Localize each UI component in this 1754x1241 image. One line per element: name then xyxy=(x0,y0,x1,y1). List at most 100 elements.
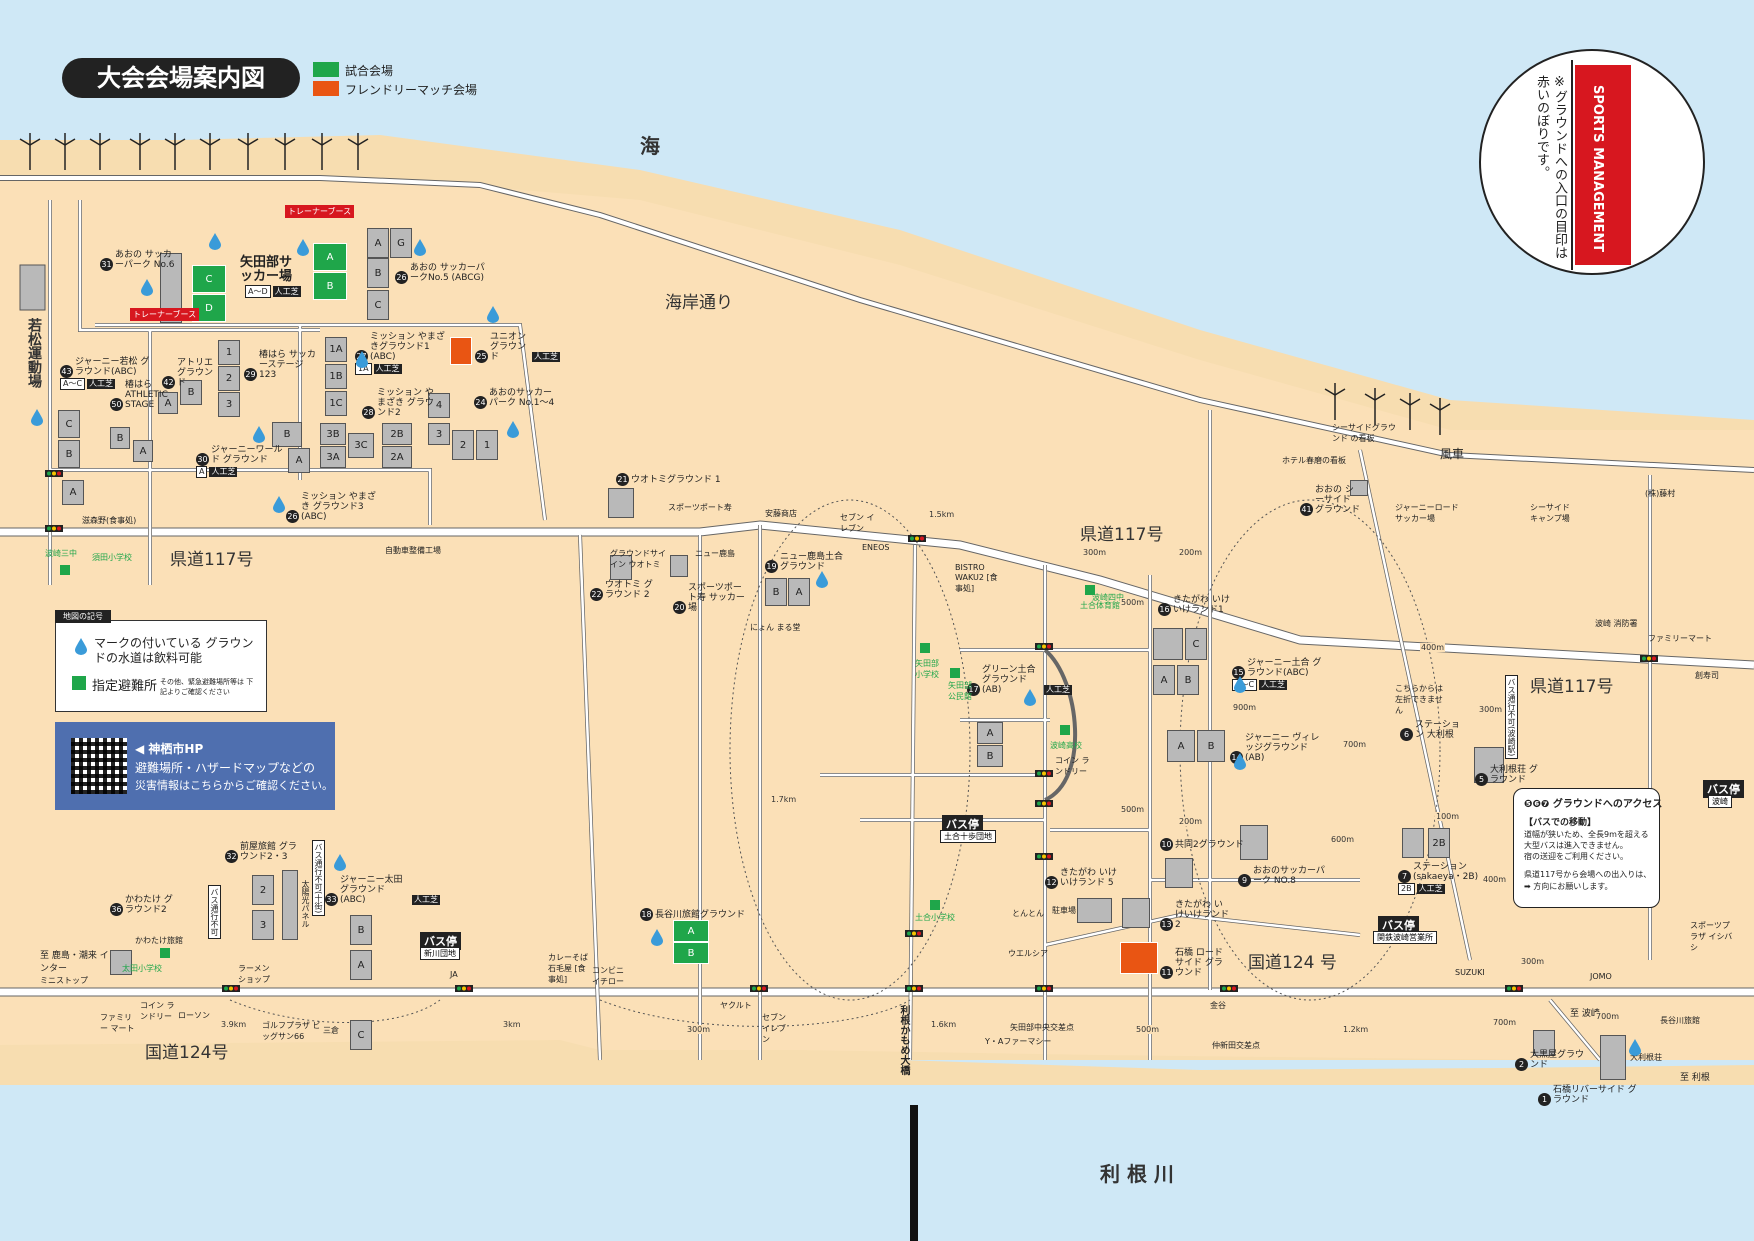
access-box: ❺❻❼ グラウンドへのアクセス 【バスでの移動】 道幅が狭いため、全長9mを超え… xyxy=(1513,788,1663,908)
landmark-anto: 安藤商店 xyxy=(765,509,797,518)
field-24-2: 2 xyxy=(452,430,474,460)
river-area xyxy=(0,1060,1754,1241)
access-body4: 県道117号から会場への出入りは、 xyxy=(1524,870,1652,879)
distance-14: 300m xyxy=(686,1025,712,1034)
venue-32: 32前屋旅館 グラウンド2・3 xyxy=(225,842,297,863)
distance-15: 1.6km xyxy=(930,1020,958,1029)
bus-stop-4: バス停 xyxy=(1703,780,1744,798)
distance-3: 200m xyxy=(1178,548,1204,557)
landmark-ya: Y・Aファーマシー xyxy=(985,1037,1052,1046)
venue-26b: 26ミッション やまざき グラウンド3 (ABC) xyxy=(286,492,376,523)
sea-label: 海 xyxy=(640,134,660,158)
field-21 xyxy=(608,488,634,518)
venue-2: 2大黒屋グラウンド xyxy=(1515,1050,1590,1071)
access-body5: ➡ 方向にお願いします。 xyxy=(1524,882,1613,891)
coast-road-label: 海岸通り xyxy=(665,293,733,313)
venue-19: 19ニュー鹿島土合 グラウンド xyxy=(765,552,844,573)
bus-stop-2-sub: 新川団地 xyxy=(420,947,460,960)
landmark-suso: 須田小学校 xyxy=(92,553,132,562)
field-43-c: C xyxy=(58,410,80,438)
qr-code-icon[interactable] xyxy=(71,738,127,794)
landmark-tonton: とんとん xyxy=(1012,909,1044,918)
venue-22: 22ウオトミ グラウンド 2 xyxy=(590,580,653,601)
venue-25: 25ユニオン グラウンド人工芝 xyxy=(475,332,560,363)
field-41 xyxy=(1350,480,1368,496)
landmark-seven2: セブン イレブン xyxy=(762,1013,786,1044)
trainer-booth-2: トレーナーブース xyxy=(130,308,200,321)
legend-friendly-label: フレンドリーマッチ会場 xyxy=(345,83,478,97)
field-28-3c: 3C xyxy=(348,433,374,458)
landmark-yatabe-kominkan: 矢田部 公民館 xyxy=(948,681,972,701)
bus-note-4: バス通行不可(波崎駅) xyxy=(1505,675,1518,760)
shelter-icon xyxy=(1060,725,1070,735)
landmark-newkashima: ニュー鹿島 xyxy=(695,549,735,558)
distance-17: 1.2km xyxy=(1342,1025,1370,1034)
bus-stop-3-sub: 関鉄波崎営業所 xyxy=(1373,931,1437,944)
field-29-3: 3 xyxy=(218,392,240,417)
field-26-g: G xyxy=(390,228,412,258)
bus-stop-1: バス停 xyxy=(942,815,983,833)
pref-road-label-1: 県道117号 xyxy=(170,550,254,570)
access-title: ❺❻❼ グラウンドへのアクセス xyxy=(1524,799,1663,810)
landmark-seaside-kanban: シーサイドグラウンド の看板 xyxy=(1332,423,1396,443)
landmark-yatabe-cross: 矢田部中央交差点 xyxy=(1010,1023,1074,1032)
landmark-taiyo: 太陽光パネル xyxy=(301,880,310,928)
field-24-3: 3 xyxy=(428,423,450,445)
water-drop-icon xyxy=(75,638,87,655)
banner-text: SPORTS MANAGEMENT xyxy=(1590,85,1605,253)
shelter-icon xyxy=(1085,585,1095,595)
city-hp-title: ◀ 神栖市HP xyxy=(135,742,204,756)
field-22 xyxy=(610,555,632,580)
windmill-icon xyxy=(19,133,1451,435)
landmark-ramen: ラーメン ショップ xyxy=(238,964,270,984)
distance-22: 200m xyxy=(1178,817,1204,826)
venue-29: 29椿はら サッカーステージ 123 xyxy=(244,350,316,381)
landmark-welcia: ウエルシア xyxy=(1008,949,1048,958)
landmark-yakult: ヤクルト xyxy=(720,1001,752,1010)
field-42-a: A xyxy=(158,392,178,414)
bus-stop-2: バス停 xyxy=(420,932,461,950)
legend-match-swatch xyxy=(313,62,339,77)
landmark-groundside: グラウンドサイ イン ウオトミ xyxy=(610,549,666,569)
local-roads-inner xyxy=(48,200,1652,1061)
field-2 xyxy=(1533,1030,1555,1056)
field-15-b: B xyxy=(1177,665,1199,695)
field-11-ishibashi xyxy=(1120,942,1158,974)
field-1 xyxy=(1600,1035,1626,1080)
to-hasaki: 至 波崎 xyxy=(1570,1009,1600,1019)
venue-12: 12きたがわ いけいけランド 5 xyxy=(1045,868,1117,889)
pref-road-117-inner xyxy=(0,521,1754,669)
city-hp-box[interactable]: ◀ 神栖市HP 避難場所・ハザードマップなどの 災害情報はこちらからご確認くださ… xyxy=(55,722,335,810)
access-body1: 道幅が狭いため、全長9mを超える xyxy=(1524,830,1649,839)
field-30-b: B xyxy=(272,422,302,447)
distance-6: 900m xyxy=(1232,703,1258,712)
symbol-legend-title: 地図の記号 xyxy=(55,610,111,623)
shelter-text: 指定避難所 xyxy=(92,679,158,694)
landmark-ja: JA xyxy=(450,970,458,979)
river-bank xyxy=(0,1040,1754,1085)
landmark-ohtone-daikyo: 大利根荘 xyxy=(1630,1053,1662,1062)
landmark-coin: コイン ランドリー xyxy=(1055,756,1090,776)
landmark-fujimura: (株)藤村 xyxy=(1645,489,1676,498)
field-20 xyxy=(670,555,688,577)
landmark-parking: 駐車場 xyxy=(1052,906,1076,915)
distance-13: 3km xyxy=(502,1020,522,1029)
landmark-yatabe-school: 矢田部 小学校 xyxy=(915,659,939,679)
landmark-kashiwa-cross: 仲新田交差点 xyxy=(1212,1041,1260,1050)
wakamatsu-field xyxy=(19,264,46,311)
field-15-a: A xyxy=(1153,665,1175,695)
field-36 xyxy=(110,950,132,975)
distance-20: 300m xyxy=(1520,957,1546,966)
shelter-icon xyxy=(60,565,70,575)
banner-flag xyxy=(1575,65,1631,265)
landmark-doai-school: 土合小学校 xyxy=(915,913,955,922)
bridge-label: 利根かもめ大橋 xyxy=(898,1005,909,1075)
field-17-b: B xyxy=(977,745,1003,767)
field-26-c: C xyxy=(367,290,389,320)
landmark-ministop: ミニストップ xyxy=(40,976,88,985)
venue-33: 33ジャーニー太田 グラウンド(ABC)人工芝 xyxy=(325,875,440,906)
